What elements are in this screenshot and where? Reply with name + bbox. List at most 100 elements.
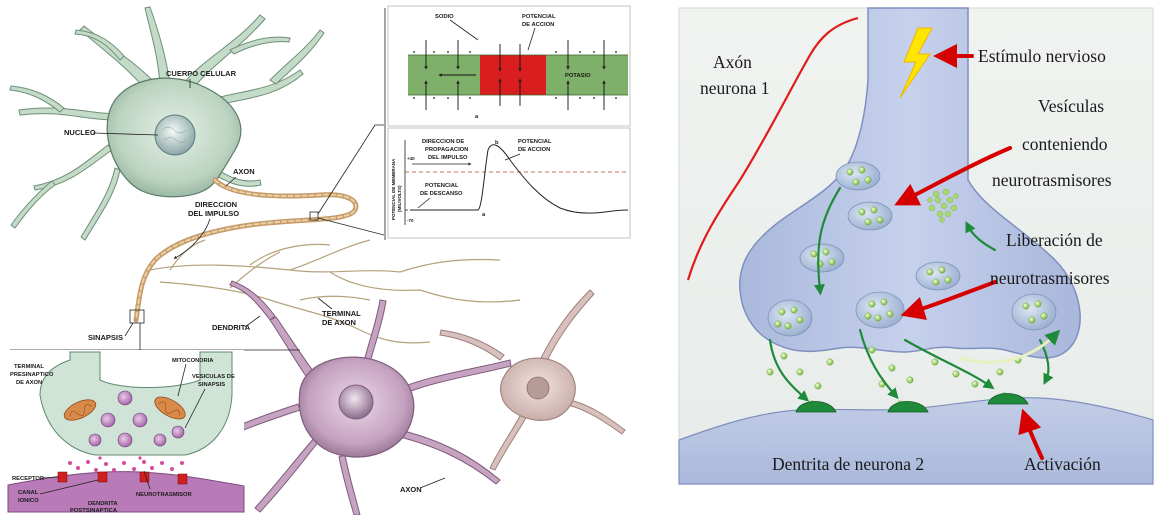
vesicle [836,162,880,190]
label-neurotrasmisor: NEUROTRASMISOR [136,492,193,498]
neurotransmitter-dot [859,209,865,215]
label-potencial-accion-2: DE ACCION [522,22,554,28]
neurotransmitter-dot [797,369,803,375]
neurotransmitter-dot [907,377,913,383]
label-potasio: POTASIO [565,73,591,79]
label-terminal-presinaptico-2: PRESINAPTICO [10,372,54,378]
pink-neuron-nucleus [527,377,549,399]
neurotransmitter-dot [1041,313,1047,319]
neurotransmitter-dot [779,309,785,315]
label-terminal-axon-1: TERMINAL [322,309,361,318]
label-axon: AXON [233,167,255,176]
label-liberacion-2: neurotrasmisores [990,268,1110,288]
neurotransmitter-dot [972,381,978,387]
neurotransmitter-dot [797,317,803,323]
label-potencial-descanso-2: DE DESCANSO [420,191,463,197]
action-potential-inset: POTENCIAL DE MEMBRANA (MILIVOLTS) +40 -7… [388,128,630,238]
neurotransmitter-dot [865,313,871,319]
membrane-inset: SODIO POTENCIAL DE ACCION POTASIO a [388,6,630,126]
sodio-zone [480,55,546,95]
label-vesiculas-3: neurotrasmisores [992,170,1112,190]
label-terminal-axon-2: DE AXON [322,318,356,327]
neurotransmitter-dot [811,251,817,257]
vesicle [800,244,844,272]
axon-terminal-branches [150,240,520,343]
label-sinapsis: SINAPSIS [88,333,123,342]
pink-neuron [440,290,625,470]
neurotransmitter-dot [869,347,875,353]
neurotransmitter-dot [881,299,887,305]
label-nucleo: NUCLEO [64,128,96,137]
label-activacion: Activación [1024,454,1101,474]
label-graph-potencial-accion-2: DE ACCION [518,147,550,153]
neurotransmitter-dot [829,259,835,265]
label-estimulo-nervioso: Estímulo nervioso [978,46,1106,66]
neurotransmitter-dot [1023,303,1029,309]
neurotransmitter-dot [865,219,871,225]
label-terminal-presinaptico-3: DE AXON [16,380,42,386]
label-vesiculas-1: VESICULAS DE [192,374,235,380]
neurotransmitter-dot [853,179,859,185]
vesicle-fusing [768,300,812,336]
neurotransmitter-dot [767,369,773,375]
svg-text:POTENCIAL DE MEMBRANA: POTENCIAL DE MEMBRANA [391,158,396,220]
neurotransmitter-dot [877,217,883,223]
graph-tick-minus70: -70 [407,218,414,223]
label-vesiculas-1: Vesículas [1038,96,1104,116]
neurotransmitter-dot [1029,317,1035,323]
neurotransmitter-dot [791,307,797,313]
label-dendrita-post-2: POSTSINAPTICA [70,508,118,514]
neurotransmitter-dot [1035,301,1041,307]
neurotransmitter-dot [827,359,833,365]
label-graph-potencial-accion-1: POTENCIAL [518,139,552,145]
neurotransmitter-dot [823,249,829,255]
label-liberacion-1: Liberación de [1006,230,1103,250]
neurotransmitter-dot [859,167,865,173]
graph-tick-plus40: +40 [407,156,415,161]
label-vesiculas-2: conteniendo [1022,134,1108,154]
vesicle-fusing [1012,294,1056,330]
label-dendrita-post-1: DENDRITA [88,501,118,507]
vesicle-fusing [856,292,904,328]
label-potencial-descanso-1: POTENCIAL [425,183,459,189]
neurotransmitter-dot [847,169,853,175]
label-dendrita: DENDRITA [212,323,251,332]
neurotransmitter-dot [865,177,871,183]
label-cuerpo-celular: CUERPO CELULAR [166,69,237,78]
vesicle [848,202,892,230]
left-panel: CUERPO CELULAR NUCLEO AXON DIRECCION DEL… [8,6,630,515]
neurotransmitter-dot [869,301,875,307]
label-direccion-propagacion-3: DEL IMPULSO [428,155,468,161]
neurotransmitter-dot [939,267,945,273]
label-direccion-1: DIRECCION [195,200,237,209]
label-receptor: RECEPTOR [12,476,45,482]
neurotransmitter-dot [775,321,781,327]
neurotransmitter-dot [785,323,791,329]
right-panel: Axón neurona 1 Estímulo nervioso Vesícul… [679,8,1153,484]
label-direccion-2: DEL IMPULSO [188,209,239,218]
label-sodio: SODIO [435,14,454,20]
inset-bracket [310,8,385,240]
neurotransmitter-dot [932,359,938,365]
neurotransmitter-dot [997,369,1003,375]
label-dentrita-neurona-2: Dentrita de neurona 2 [772,454,924,474]
neurotransmitter-dot [933,279,939,285]
neurotransmitter-dot [945,277,951,283]
label-axon-1: Axón [713,52,752,72]
neurotransmitter-dot [927,269,933,275]
green-neuron-nucleus [155,115,195,155]
neurotransmitter-dot [889,365,895,371]
label-potencial-accion-1: POTENCIAL [522,14,556,20]
vesicle [916,262,960,290]
label-marker-b: b [495,140,499,146]
label-mitocondria: MITOCONDRIA [172,358,214,364]
neurotransmitter-dot [781,353,787,359]
neurotransmitter-dot [815,383,821,389]
label-terminal-presinaptico-1: TERMINAL [14,364,44,370]
svg-text:(MILIVOLTS): (MILIVOLTS) [397,185,402,212]
neurotransmitter-dot [875,315,881,321]
label-vesiculas-2: SINAPSIS [198,382,225,388]
neurotransmitter-dot [871,207,877,213]
label-direccion-propagacion-2: PROPAGACION [425,147,468,153]
